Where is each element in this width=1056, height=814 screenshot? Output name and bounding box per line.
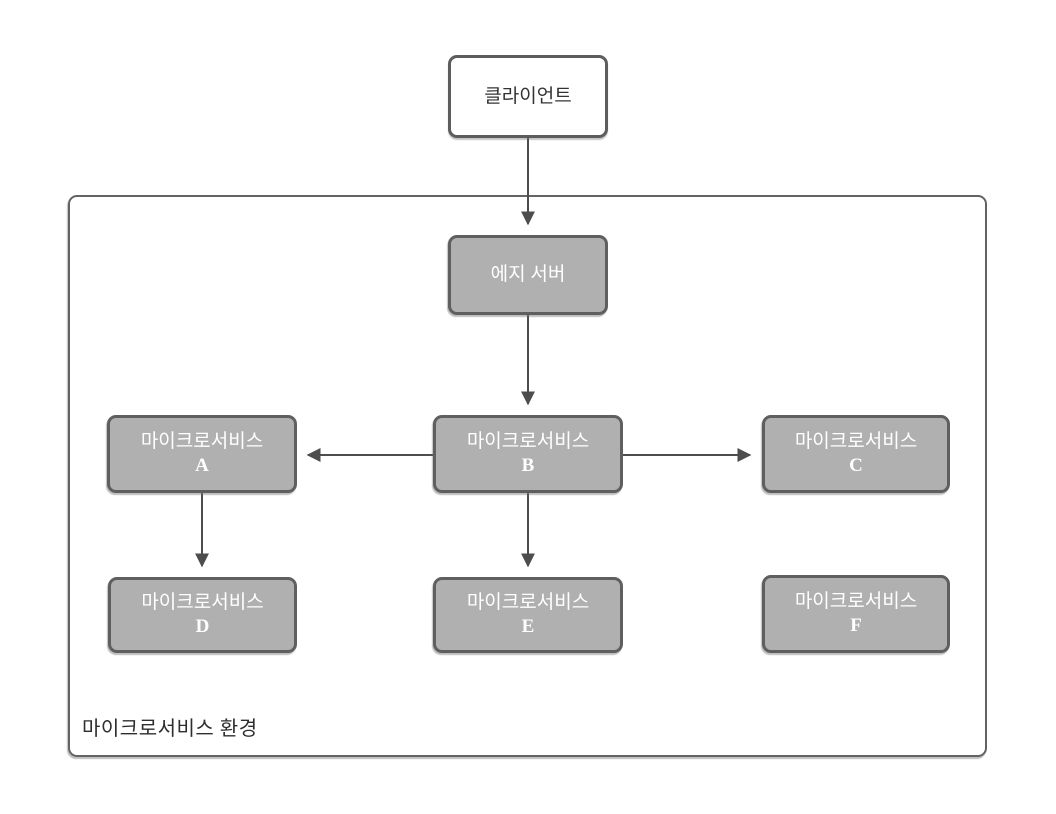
node-microservice-d: 마이크로서비스 D <box>108 577 297 653</box>
node-microservice-c-id: C <box>849 455 863 476</box>
node-microservice-a-label: 마이크로서비스 <box>140 431 264 453</box>
node-microservice-e: 마이크로서비스 E <box>433 577 623 653</box>
node-client: 클라이언트 <box>448 55 608 138</box>
node-microservice-b-label: 마이크로서비스 <box>466 431 590 453</box>
node-microservice-d-id: D <box>195 616 210 637</box>
node-microservice-a-id: A <box>195 455 209 476</box>
node-edge-server-label: 에지 서버 <box>490 264 566 286</box>
node-microservice-d-label: 마이크로서비스 <box>141 592 264 614</box>
node-microservice-c-label: 마이크로서비스 <box>794 431 918 453</box>
node-edge-server: 에지 서버 <box>448 235 608 315</box>
microservices-environment-label: 마이크로서비스 환경 <box>82 718 258 740</box>
node-microservice-f-id: F <box>850 615 862 636</box>
node-microservice-f: 마이크로서비스 F <box>762 575 950 653</box>
node-microservice-a: 마이크로서비스 A <box>107 415 297 493</box>
node-microservice-b-id: B <box>521 455 535 476</box>
node-microservice-e-id: E <box>521 616 535 637</box>
node-microservice-c: 마이크로서비스 C <box>762 415 950 493</box>
node-microservice-e-label: 마이크로서비스 <box>466 592 590 614</box>
node-client-label: 클라이언트 <box>484 85 572 107</box>
node-microservice-f-label: 마이크로서비스 <box>794 591 918 613</box>
node-microservice-b: 마이크로서비스 B <box>433 415 623 493</box>
